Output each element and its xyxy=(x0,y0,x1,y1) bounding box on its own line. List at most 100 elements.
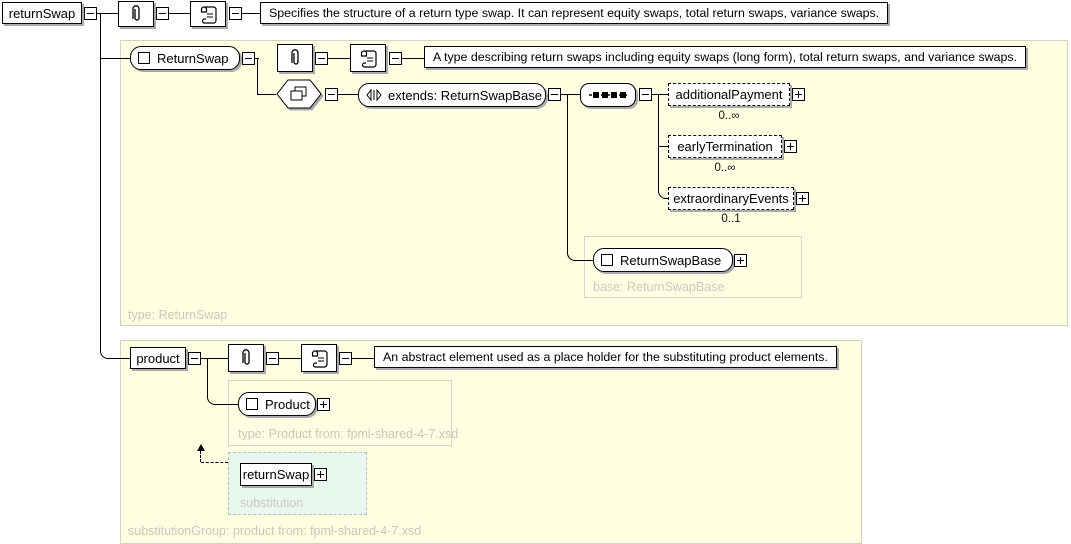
paperclip-icon xyxy=(129,3,143,25)
complex-type-box-returnswapbase[interactable]: ReturnSwapBase xyxy=(593,248,733,272)
attributes-box[interactable] xyxy=(118,1,154,27)
child-element-additionalPayment[interactable]: additionalPayment xyxy=(668,83,790,106)
connector-line xyxy=(352,358,374,359)
occurrence-label: 0..∞ xyxy=(718,110,740,122)
paperclip-icon xyxy=(239,347,253,369)
collapse-button[interactable] xyxy=(639,88,652,101)
collapse-button[interactable] xyxy=(188,352,201,365)
product-annotation[interactable]: An abstract element used as a place hold… xyxy=(374,346,837,368)
connector-line xyxy=(567,94,568,252)
child-element-earlyTermination[interactable]: earlyTermination xyxy=(668,135,782,158)
type-annotation[interactable]: A type describing return swaps including… xyxy=(424,46,1027,68)
attributes-box[interactable] xyxy=(277,44,313,72)
collapse-button[interactable] xyxy=(339,352,352,365)
product-panel-footer: substitutionGroup: product from: fpml-sh… xyxy=(128,524,422,538)
root-element-label: returnSwap xyxy=(8,5,76,21)
complex-type-label: ReturnSwap xyxy=(157,50,229,66)
connector-line xyxy=(201,358,228,359)
attributes-box[interactable] xyxy=(228,344,264,372)
connector-line xyxy=(207,358,208,396)
root-element-box[interactable]: returnSwap xyxy=(2,2,82,24)
connector-corner xyxy=(567,252,576,261)
substitution-dashed-line xyxy=(200,451,201,462)
root-annotation[interactable]: Specifies the structure of a return type… xyxy=(260,2,889,24)
connector-line xyxy=(257,58,258,94)
extends-label: extends: ReturnSwapBase xyxy=(388,87,542,103)
return-swap-type-panel-footer: type: ReturnSwap xyxy=(128,308,228,322)
scroll-icon xyxy=(359,47,377,69)
scroll-icon xyxy=(199,3,217,25)
complex-type-label: ReturnSwapBase xyxy=(620,252,722,268)
collapse-button[interactable] xyxy=(229,7,242,20)
child-element-label: additionalPayment xyxy=(675,87,783,102)
connector-line xyxy=(257,94,276,95)
connector-line xyxy=(97,13,118,14)
expand-button[interactable] xyxy=(784,140,797,153)
connector-line xyxy=(664,198,668,199)
connector-line xyxy=(561,94,580,95)
base-type-footer: base: ReturnSwapBase xyxy=(593,280,725,294)
collapse-button[interactable] xyxy=(266,352,279,365)
expand-button[interactable] xyxy=(792,88,805,101)
connector-line xyxy=(242,13,260,14)
collapse-button[interactable] xyxy=(84,7,97,20)
annotation-box[interactable] xyxy=(301,344,337,372)
substitution-element-box[interactable]: returnSwap xyxy=(240,463,312,486)
occurrence-label: 0..∞ xyxy=(714,162,736,174)
extends-box[interactable]: extends: ReturnSwapBase xyxy=(358,83,546,107)
connector-line xyxy=(338,94,358,95)
connector-corner xyxy=(100,350,109,359)
connector-line xyxy=(100,13,101,350)
collapse-button[interactable] xyxy=(389,52,402,65)
substitution-dashed-line xyxy=(201,462,228,463)
connector-line xyxy=(658,94,659,190)
child-element-label: earlyTermination xyxy=(677,139,773,154)
connector-line xyxy=(279,358,301,359)
collapse-button[interactable] xyxy=(325,88,338,101)
connector-line xyxy=(100,58,130,59)
connector-corner xyxy=(207,396,216,405)
collapse-button[interactable] xyxy=(242,52,255,65)
square-icon xyxy=(601,254,613,266)
connector-corner xyxy=(658,190,667,199)
connector-line xyxy=(658,146,668,147)
square-icon xyxy=(138,52,150,64)
dashed-up-arrow-icon xyxy=(197,444,205,451)
collapse-button[interactable] xyxy=(548,88,561,101)
expand-button[interactable] xyxy=(796,192,809,205)
connector-line xyxy=(652,94,668,95)
hexagon-overlap-squares-icon[interactable] xyxy=(276,79,322,109)
paperclip-icon xyxy=(288,47,302,69)
sequence-dots-icon xyxy=(589,91,627,99)
expand-button[interactable] xyxy=(734,254,747,267)
substitution-element-label: returnSwap xyxy=(242,467,310,482)
square-icon xyxy=(246,398,258,410)
base-type-container xyxy=(584,236,802,298)
scroll-icon xyxy=(310,347,328,369)
product-element-label: product xyxy=(136,350,180,366)
sequence-indicator[interactable] xyxy=(580,83,636,107)
connector-line xyxy=(402,58,424,59)
connector-line xyxy=(328,58,350,59)
product-element-box[interactable]: product xyxy=(130,347,186,369)
expand-button[interactable] xyxy=(314,468,327,481)
expand-button[interactable] xyxy=(317,398,330,411)
collapse-button[interactable] xyxy=(315,52,328,65)
collapse-button[interactable] xyxy=(156,7,169,20)
connector-line xyxy=(214,404,238,405)
complex-type-label: Product xyxy=(265,396,310,412)
complex-type-box-returnswap[interactable]: ReturnSwap xyxy=(130,46,240,70)
child-element-extraordinaryEvents[interactable]: extraordinaryEvents xyxy=(668,187,794,210)
connector-line xyxy=(169,13,190,14)
occurrence-label: 0..1 xyxy=(721,213,741,225)
angle-brackets-icon xyxy=(366,89,382,101)
annotation-box[interactable] xyxy=(190,1,226,27)
product-type-container xyxy=(228,380,452,446)
product-type-footer: type: Product from: fpml-shared-4-7.xsd xyxy=(238,427,459,441)
connector-line xyxy=(107,358,130,359)
child-element-label: extraordinaryEvents xyxy=(673,191,789,206)
connector-line xyxy=(574,260,593,261)
annotation-box[interactable] xyxy=(350,44,386,72)
complex-type-box-product[interactable]: Product xyxy=(238,392,316,416)
